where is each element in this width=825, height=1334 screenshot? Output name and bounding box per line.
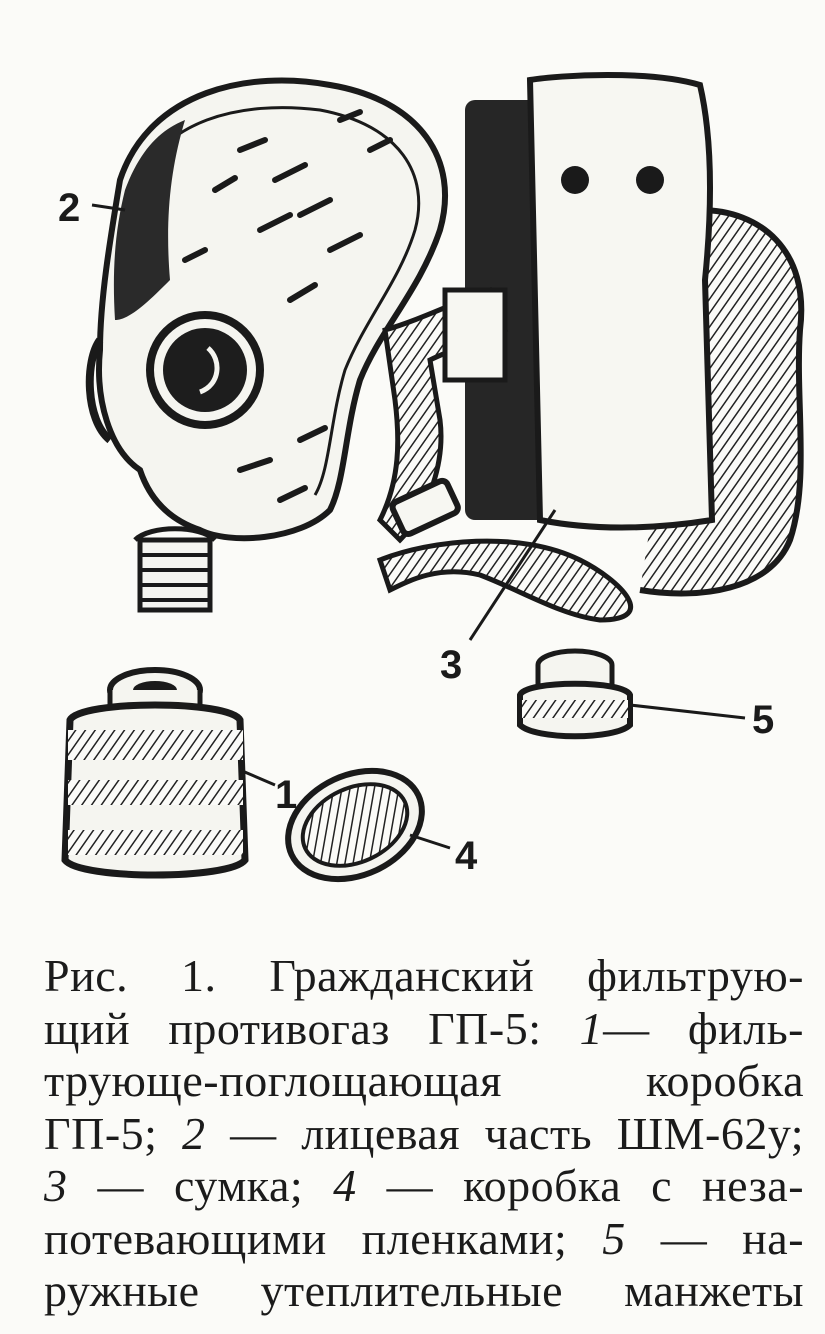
- caption-line-3: трующе-поглощающая коробка: [44, 1055, 804, 1108]
- caption-text-2a: щий противогаз ГП-5:: [44, 1002, 542, 1054]
- caption-number-5: 5: [602, 1212, 626, 1264]
- caption-text-5a: — сумка;: [97, 1160, 304, 1211]
- caption-text-6a: потевающими пленками;: [44, 1212, 568, 1264]
- caption-line-1: Рис. 1. Гражданский фильтрую-: [44, 950, 804, 1003]
- cuffs-drawing: [517, 648, 746, 740]
- mask-drawing: [85, 77, 448, 613]
- caption-line-5: 3 — сумка; 4 — коробка с неза-: [44, 1160, 804, 1213]
- caption-text-3: трующе-поглощающая коробка: [44, 1055, 804, 1106]
- caption-text-1: Рис. 1. Гражданский фильтрую-: [44, 950, 804, 1001]
- label-5: 5: [752, 698, 775, 742]
- label-4: 4: [455, 834, 478, 878]
- label-3: 3: [440, 643, 463, 687]
- caption-line-7: ружные утеплительные манжеты: [44, 1265, 804, 1318]
- caption-text-4b: — лицевая часть ШМ-62у;: [230, 1107, 805, 1159]
- bag-drawing: [376, 72, 805, 641]
- label-1: 1: [275, 773, 298, 817]
- caption-line-4: ГП-5; 2 — лицевая часть ШМ-62у;: [44, 1108, 804, 1161]
- caption-text-4a: ГП-5;: [44, 1107, 158, 1159]
- caption-number-4: 4: [333, 1160, 357, 1211]
- gas-mask-drawing: [61, 72, 805, 883]
- caption-text-7: ружные утеплительные манжеты: [44, 1265, 804, 1316]
- film-box-drawing: [285, 767, 451, 883]
- figure-caption: Рис. 1. Гражданский фильтрую- щий против…: [44, 950, 804, 1318]
- caption-text-5b: — коробка с неза-: [386, 1160, 805, 1211]
- caption-text-6b: — на-: [660, 1212, 805, 1264]
- figure-illustration: 2 3 5 1 4: [58, 72, 805, 883]
- caption-number-1: 1: [579, 1002, 604, 1054]
- caption-number-2: 2: [182, 1107, 206, 1159]
- caption-line-6: потевающими пленками; 5 — на-: [44, 1213, 804, 1266]
- caption-number-3: 3: [44, 1160, 68, 1211]
- caption-text-2b: — филь-: [603, 1002, 804, 1054]
- canister-drawing: [61, 667, 276, 879]
- label-2: 2: [58, 186, 81, 230]
- caption-line-2: щий противогаз ГП-5: 1— филь-: [44, 1003, 804, 1056]
